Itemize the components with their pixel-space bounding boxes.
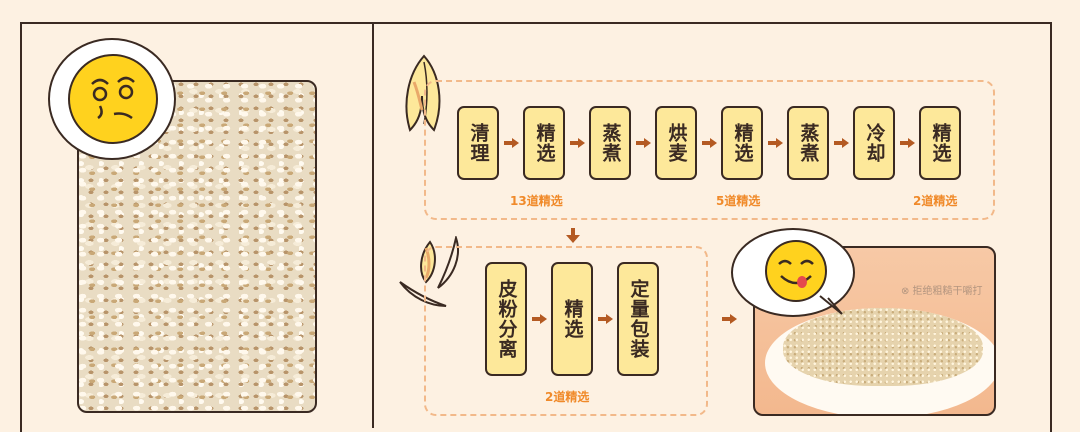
note-2-select-top: 2道精选 [913, 194, 958, 208]
note-13-select: 13道精选 [510, 194, 563, 208]
step-select-final: 精选 [551, 262, 593, 376]
arrow-right-icon [768, 138, 784, 148]
step-cool: 冷却 [853, 106, 895, 180]
arrow-right-icon [636, 138, 652, 148]
step-select-1: 精选 [523, 106, 565, 180]
note-2-select-bottom: 2道精选 [545, 390, 590, 404]
process-group-top [424, 80, 995, 220]
arrow-right-icon [570, 138, 586, 148]
arrow-right-icon [598, 314, 614, 324]
panel-divider [372, 22, 374, 428]
arrow-right-icon [532, 314, 548, 324]
fine-oats-photo: ⊗ 拒绝粗糙干嚼打 [753, 246, 996, 416]
step-steam-1: 蒸煮 [589, 106, 631, 180]
arrow-right-icon [504, 138, 520, 148]
arrow-right-icon [834, 138, 850, 148]
note-5-select: 5道精选 [716, 194, 761, 208]
step-clean: 清理 [457, 106, 499, 180]
step-bake: 烘麦 [655, 106, 697, 180]
speech-bubble-right [731, 228, 855, 317]
process-group-bottom [424, 246, 708, 416]
step-packaging: 定量包装 [617, 262, 659, 376]
step-select-2: 精选 [721, 106, 763, 180]
step-bran-separation: 皮粉分离 [485, 262, 527, 376]
arrow-right-icon [722, 314, 738, 324]
speech-bubble-left [48, 38, 176, 160]
arrow-right-icon [900, 138, 916, 148]
confused-face-icon [68, 54, 158, 144]
arrow-right-icon [702, 138, 718, 148]
step-steam-2: 蒸煮 [787, 106, 829, 180]
yummy-face-icon [765, 240, 827, 302]
oat-pile [783, 308, 983, 386]
arrow-down-icon [566, 228, 580, 243]
bubble-tail-right [819, 295, 843, 315]
step-select-3: 精选 [919, 106, 961, 180]
photo-tag: ⊗ 拒绝粗糙干嚼打 [901, 286, 983, 297]
